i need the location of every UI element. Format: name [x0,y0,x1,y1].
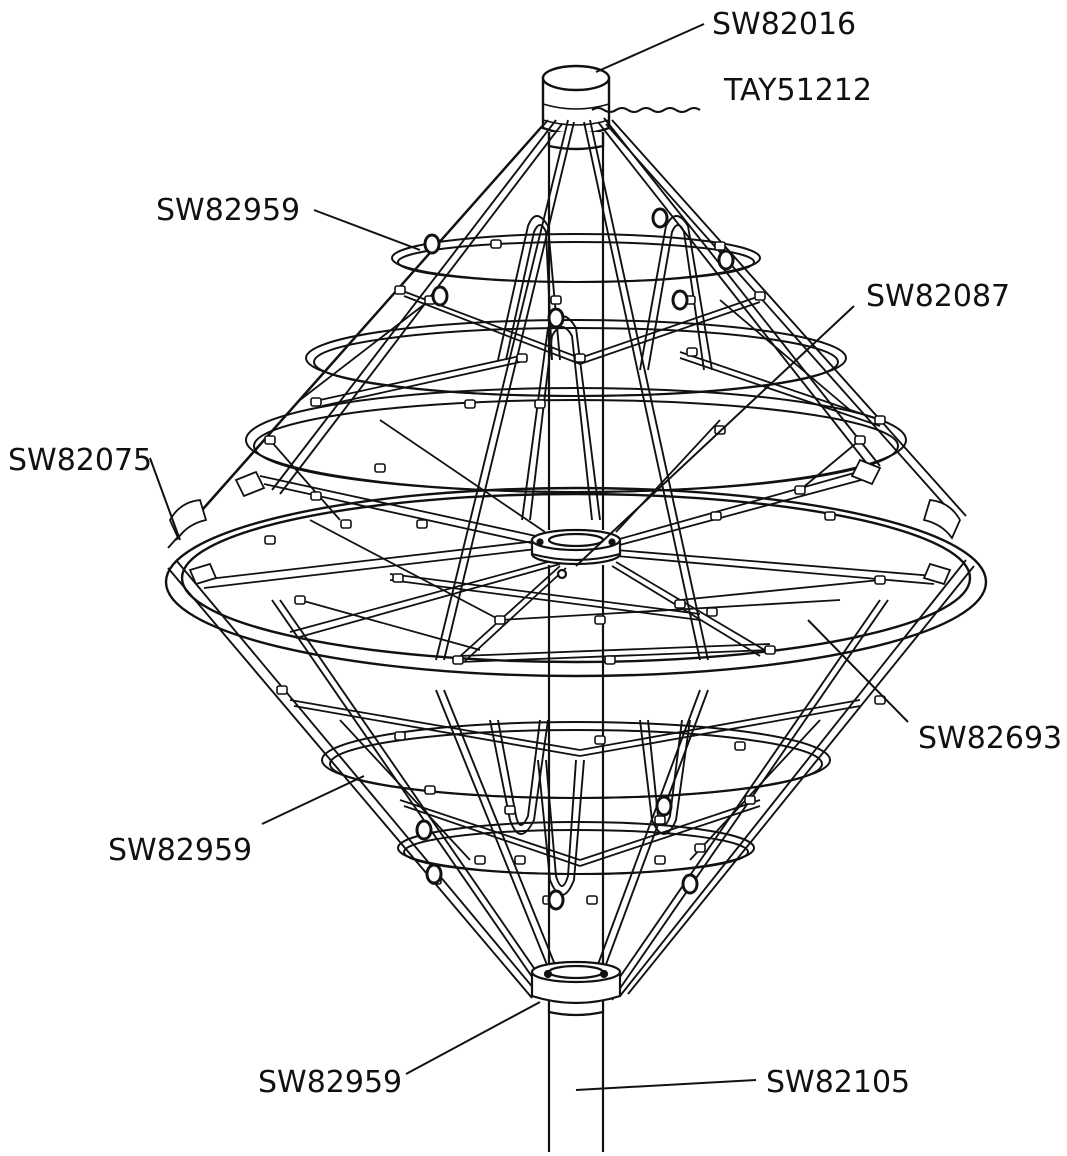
shackle-ring [681,873,699,895]
leader-lines [149,23,909,1091]
center-hub [530,528,622,580]
cone-rings [245,233,907,875]
rope-connector [394,731,406,741]
upper-web [269,289,881,521]
label-upper-net-rope: SW82959 [156,193,300,228]
label-center-hub: SW82087 [866,279,1010,314]
rope-connectors [264,207,886,911]
shackle-ring [425,863,443,885]
leader-center-hub [575,305,855,567]
label-bottom-hub: SW82959 [258,1065,402,1100]
label-net-rope: SW82693 [918,721,1062,756]
ring-clamps [168,458,962,586]
label-cap: SW82016 [712,7,856,42]
rope-connector [514,855,526,865]
leader-ring-joint [149,457,181,541]
rope-connector [294,595,306,605]
rope-connector [264,435,276,445]
rope-connector [654,815,666,825]
rope-connector [734,741,746,751]
label-post: SW82105 [766,1065,910,1100]
rope-connector [490,239,502,249]
leader-upper-net-rope [313,209,421,251]
shackle-ring [655,795,673,817]
rope-connector [474,855,486,865]
shackle-ring [431,285,449,307]
rope-connector [310,397,322,407]
leader-net-rope [807,619,909,723]
upper-net-ropes [167,117,967,661]
leader-cap-screw [591,107,701,113]
rope-connector [694,843,706,853]
rope-connector [416,519,428,529]
leader-post [575,1079,757,1091]
label-cap-screw: TAY51212 [723,73,872,108]
rope-connector [874,695,886,705]
rope-connector [874,415,886,425]
shackle-ring [415,819,433,841]
rope-connector [264,535,276,545]
rope-connector [794,485,806,495]
rope-connector [494,615,506,625]
rope-connector [534,399,546,409]
rope-connector [392,573,404,583]
rope-connector [394,285,406,295]
rope-connector [674,599,686,609]
rope-connector [310,491,322,501]
rope-connector [516,353,528,363]
rope-connector [604,655,616,665]
rope-connector [874,575,886,585]
rope-connector [710,511,722,521]
lower-net-ropes [167,559,975,1003]
rope-connector [452,655,464,665]
rope-connector [686,347,698,357]
outer-ring [164,486,988,678]
rope-connector [714,241,726,251]
shackle-ring [717,249,735,271]
shackle-ring [651,207,669,229]
rope-connector [594,615,606,625]
bottom-hub [530,960,622,1017]
rope-connector [824,511,836,521]
shackle-ring [547,889,565,911]
leader-cap [595,23,705,73]
part-labels: SW82016 TAY51212 SW82959 SW82087 SW82075… [8,7,1062,1100]
leader-bottom-hub [405,1001,541,1075]
lower-web [289,699,861,867]
rope-connector [574,353,586,363]
rope-connector [754,291,766,301]
rope-connector [764,645,776,655]
rope-connector [424,785,436,795]
rope-connector [744,795,756,805]
rope-connector [706,607,718,617]
rope-connector [340,519,352,529]
shackle-ring [423,233,441,255]
label-lower-net-rope: SW82959 [108,833,252,868]
rope-connector [504,805,516,815]
rope-connector [586,895,598,905]
rope-connector [654,855,666,865]
rope-connector [464,399,476,409]
shackle-ring [671,289,689,311]
leader-lower-net-rope [261,775,365,825]
label-ring-joint: SW82075 [8,443,152,478]
rope-connector [374,463,386,473]
top-cap [541,64,611,151]
rope-connector [594,735,606,745]
post [547,138,605,1152]
shackle-ring [547,307,565,329]
rope-connector [276,685,288,695]
rope-connector [550,295,562,305]
rope-connector [854,435,866,445]
